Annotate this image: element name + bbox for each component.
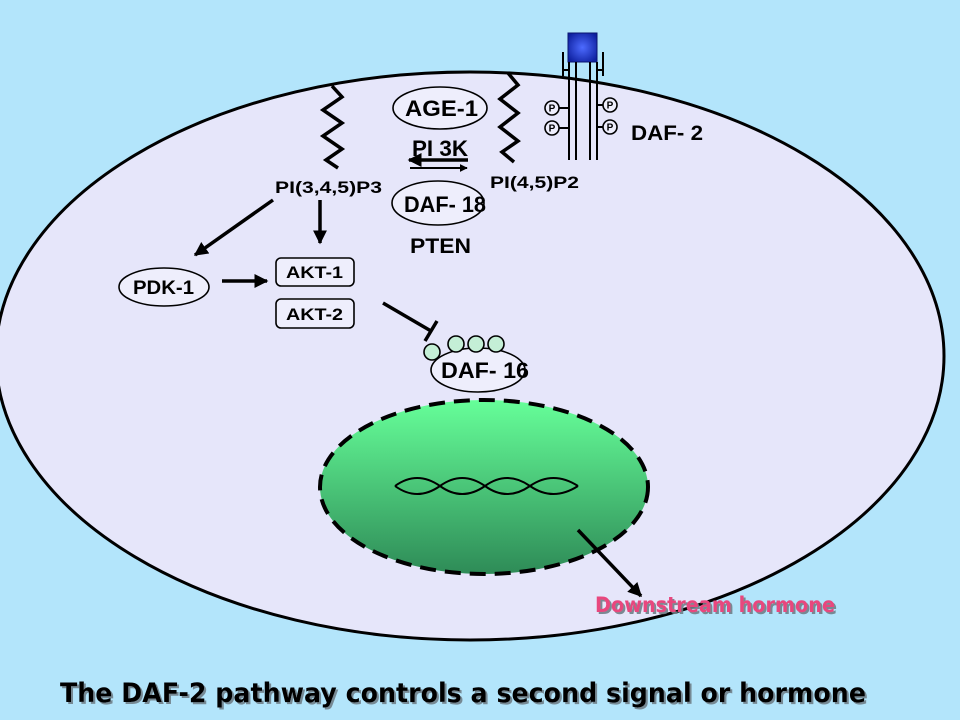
phosphate-label: P	[549, 104, 556, 115]
akt2-label: AKT-2	[286, 305, 343, 324]
phosphate-label: P	[607, 101, 614, 112]
phosphate-circle	[544, 120, 560, 136]
akt1-node: AKT-1	[275, 257, 355, 287]
slide-title: The DAF-2 pathway controls a second sign…	[60, 678, 866, 709]
daf16-label: DAF- 16	[441, 358, 529, 383]
daf16-node: DAF- 16	[423, 335, 529, 393]
pdk1-oval	[118, 267, 210, 307]
output-arrow	[576, 528, 643, 598]
age1-label: AGE-1	[405, 96, 478, 121]
pi3k-label: PI 3K	[412, 136, 468, 161]
phosphate-label: P	[607, 123, 614, 134]
pten-label: PTEN	[410, 235, 471, 258]
pdk1-node: PDK-1	[118, 267, 210, 307]
akt1-label: AKT-1	[286, 263, 343, 282]
age1-node: AGE-1	[392, 86, 488, 130]
akt2-box	[275, 298, 355, 329]
pip3-label: PI(3,4,5)P3	[275, 178, 382, 197]
pip3-to-pdk1-arrow	[193, 198, 275, 257]
daf18-label: DAF- 18	[404, 192, 486, 217]
pip2-label: PI(4,5)P2	[490, 173, 579, 192]
daf16-bead	[423, 343, 441, 361]
daf16-bead	[487, 335, 505, 353]
daf18-oval	[391, 180, 485, 226]
inhibition-bar	[423, 320, 439, 342]
phosphate-label: P	[549, 124, 556, 135]
phosphate-circle	[544, 100, 560, 116]
daf16-bead	[447, 335, 465, 353]
phosphate-group: P	[602, 97, 618, 113]
receptor-subunit-right	[589, 52, 604, 160]
daf2-label: DAF- 2	[631, 122, 703, 145]
daf2-receptor: P P P P DAF- 2	[544, 32, 703, 160]
daf18-node: DAF- 18	[391, 180, 486, 226]
phosphate-group: P	[602, 119, 618, 135]
pdk1-label: PDK-1	[133, 278, 194, 299]
receptor-subunit-left	[562, 52, 577, 160]
dna-strand	[394, 477, 579, 495]
phosphate-group: P	[544, 100, 560, 116]
daf16-bead	[467, 335, 485, 353]
age1-oval	[392, 86, 488, 130]
ligand	[567, 32, 598, 63]
downstream-hormone-label: Downstream hormone	[595, 593, 835, 617]
nucleus	[318, 398, 650, 576]
pip2-lipid-tail	[497, 71, 521, 164]
dna-helix	[394, 477, 579, 495]
phosphate-circle	[602, 119, 618, 135]
phosphate-connectors	[559, 104, 603, 129]
phosphate-circle	[602, 97, 618, 113]
phosphate-group: P	[544, 120, 560, 136]
akt2-node: AKT-2	[275, 298, 355, 329]
akt1-box	[275, 257, 355, 287]
pip3-lipid-tail	[319, 84, 346, 170]
akt-inhibition-line	[382, 301, 432, 333]
